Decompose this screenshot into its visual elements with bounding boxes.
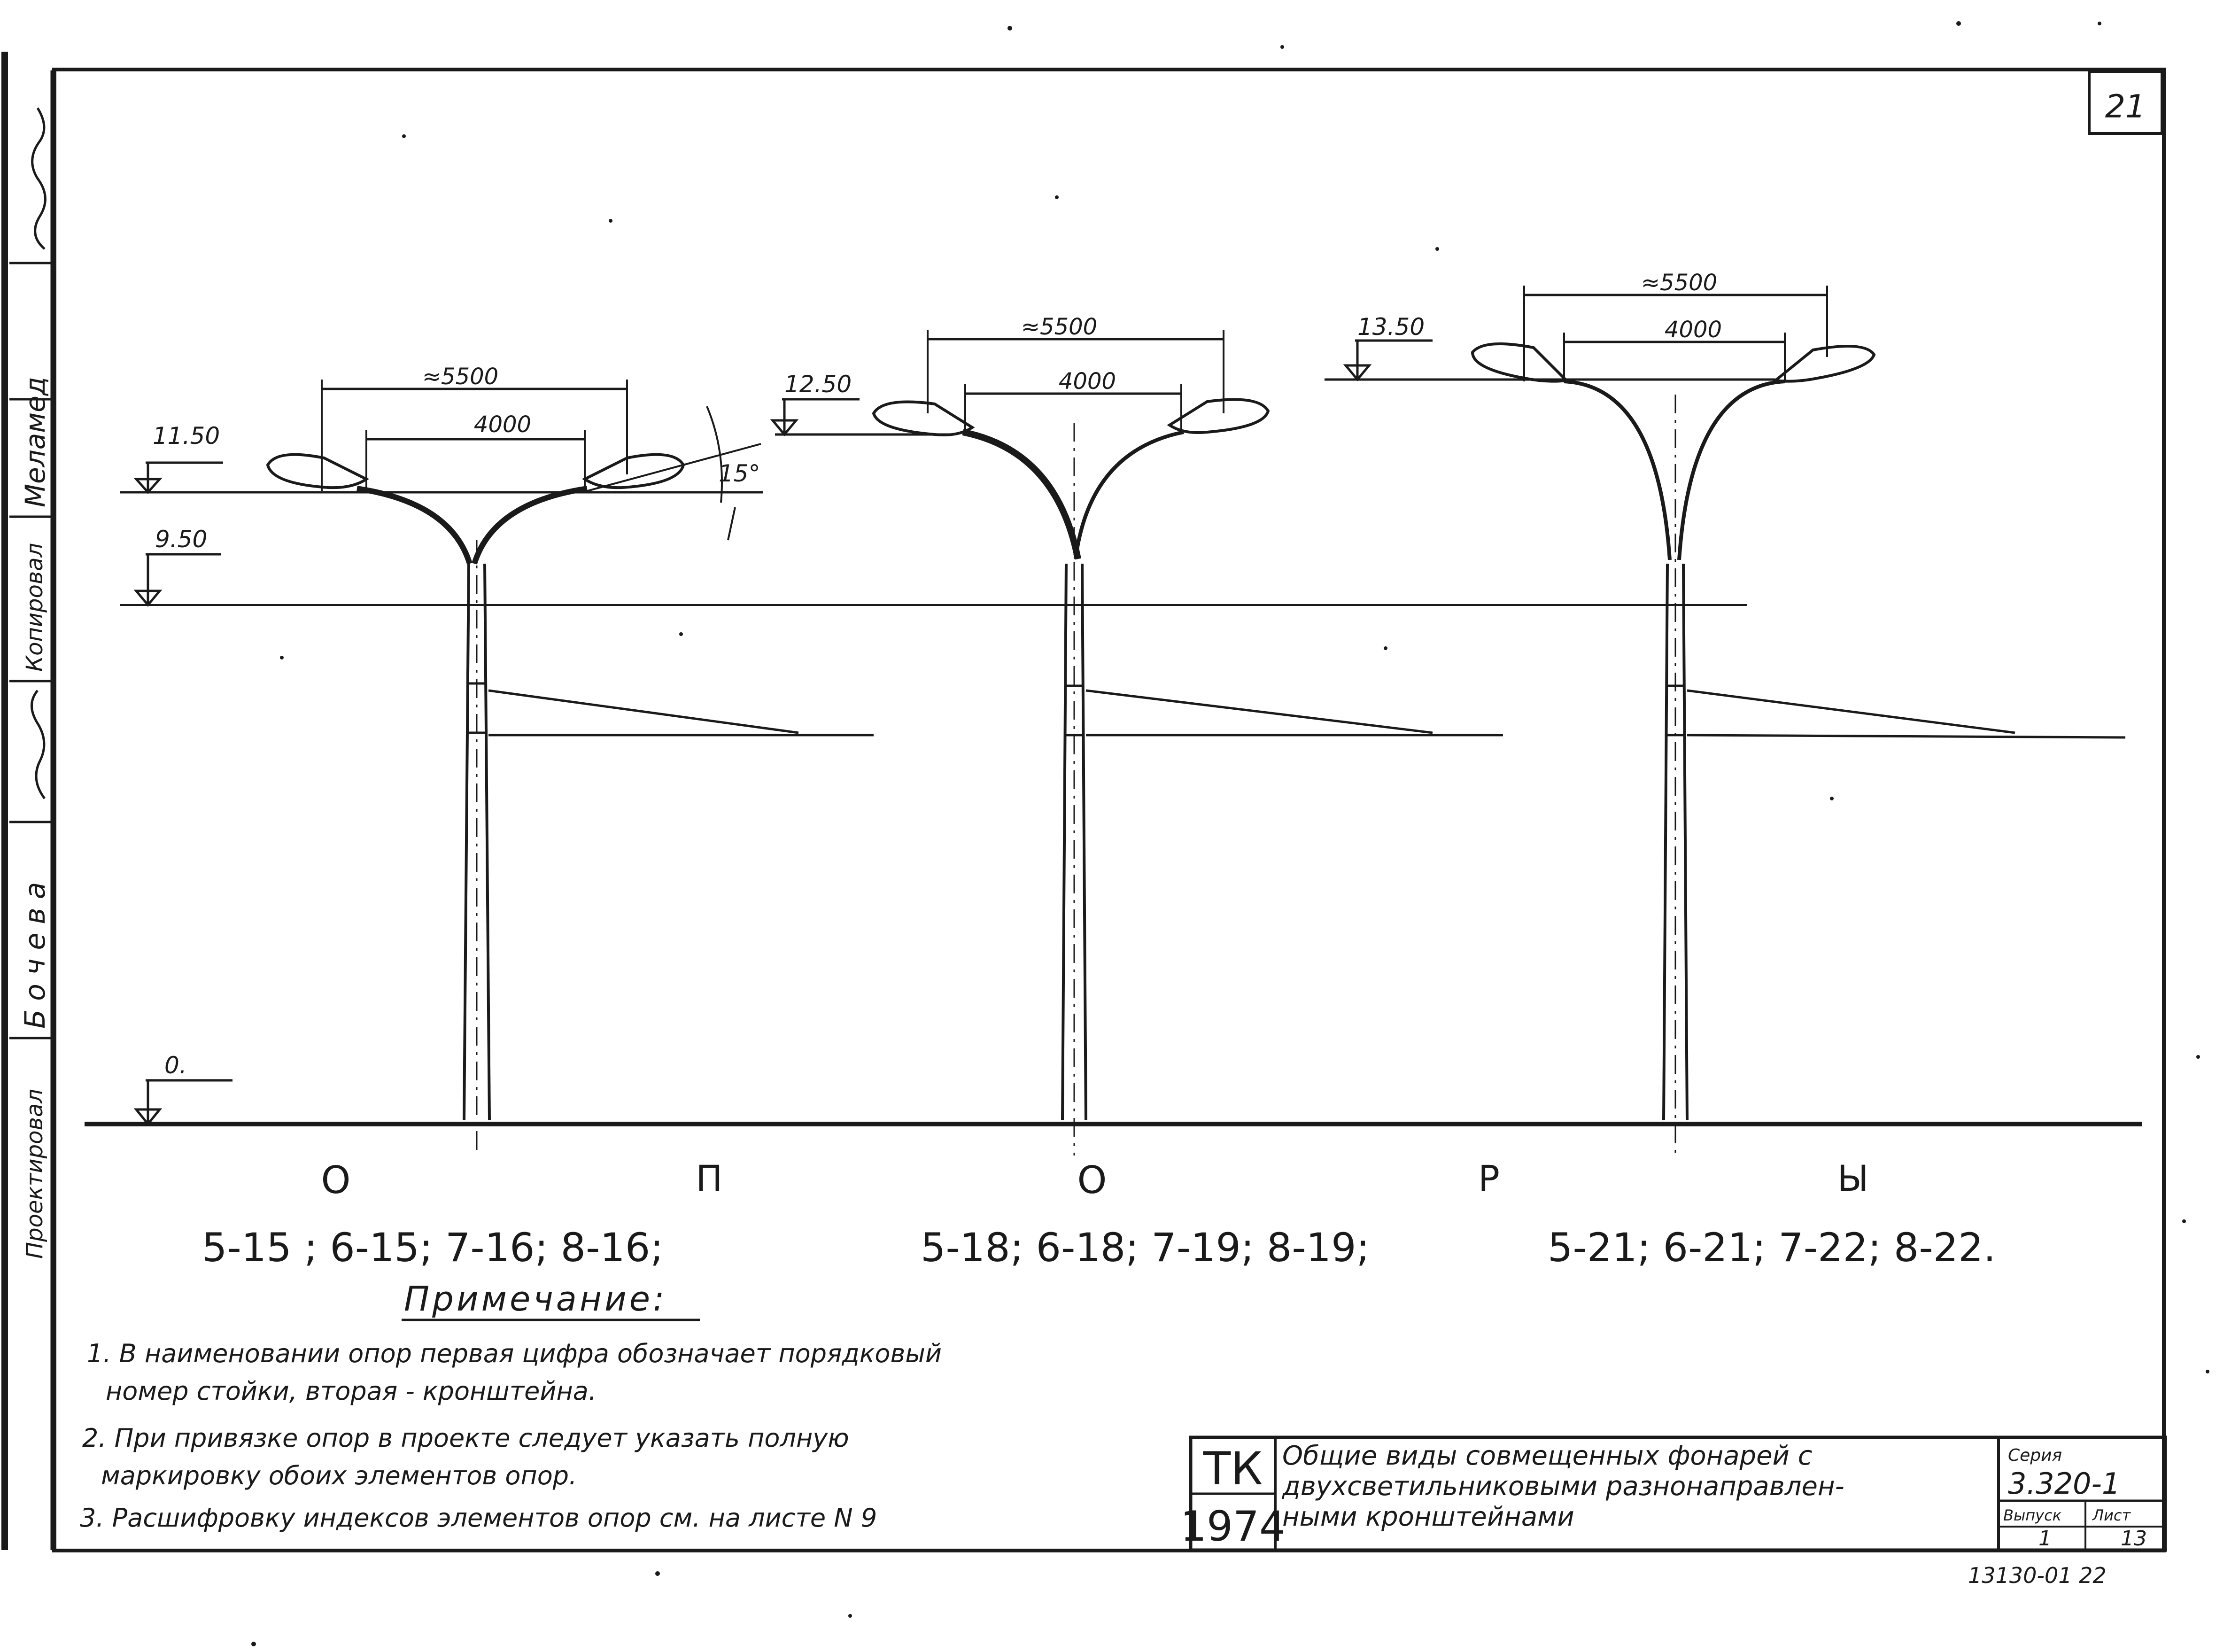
elevation-marker-1250: 12.50 bbox=[770, 371, 860, 436]
elevation-label-1250: 12.50 bbox=[784, 371, 852, 398]
pole-2-series: 5-18; 6-18; 7-19; 8-19; bbox=[921, 1225, 1370, 1271]
title-line-3: ными кронштейнами bbox=[1282, 1502, 1574, 1532]
scan-noise bbox=[251, 21, 2209, 1646]
elevation-label-0: 0. bbox=[164, 1052, 187, 1079]
pole-2-outer-span: ≈5500 bbox=[1021, 314, 1097, 340]
pole-1-series: 5-15 ; 6-15; 7-16; 8-16; bbox=[202, 1225, 664, 1271]
page-label: Лист bbox=[2092, 1506, 2131, 1524]
note-line-3: 2. При привязке опор в проекте следует у… bbox=[82, 1423, 849, 1453]
side-name-1: Бочева bbox=[19, 874, 52, 1029]
series-label: Серия bbox=[2008, 1446, 2062, 1465]
pole-1-outer-span: ≈5500 bbox=[422, 364, 498, 390]
note-line-5: 3. Расшифровку индексов элементов опор с… bbox=[80, 1503, 877, 1533]
heading-letter-1: О bbox=[321, 1158, 351, 1202]
side-stamp bbox=[9, 70, 53, 1550]
elevation-marker-1350: 13.50 bbox=[1343, 313, 1433, 381]
elevation-label-1350: 13.50 bbox=[1357, 313, 1425, 341]
elevation-label-950: 9.50 bbox=[155, 526, 207, 553]
heading-letter-2: П bbox=[696, 1157, 722, 1199]
pole-1-inner-span: 4000 bbox=[474, 411, 531, 438]
notes-block: Примечание: 1. В наименовании опор перва… bbox=[80, 1279, 942, 1533]
notes-title: Примечание: bbox=[404, 1279, 667, 1318]
sheet-frame bbox=[1, 52, 2166, 1552]
pole-3 bbox=[1471, 286, 2126, 1156]
note-line-2: номер стойки, вторая - кронштейна. bbox=[106, 1376, 597, 1406]
elevation-marker-1150: 11.50 bbox=[133, 422, 223, 494]
side-signature-2 bbox=[31, 107, 46, 250]
elevation-marker-950: 9.50 bbox=[133, 526, 221, 607]
issue-label: Выпуск bbox=[2003, 1506, 2062, 1524]
heading-letter-3: О bbox=[1077, 1158, 1107, 1202]
elevation-label-1150: 11.50 bbox=[153, 422, 220, 450]
issue-value: 1 bbox=[2038, 1527, 2052, 1551]
sheet-number: 21 bbox=[2105, 88, 2146, 125]
note-line-4: маркировку обоих элементов опор. bbox=[101, 1461, 577, 1490]
side-role-1: Проектировал bbox=[22, 1089, 48, 1259]
pole-3-inner-span: 4000 bbox=[1665, 317, 1722, 343]
series-value: 3.320-1 bbox=[2008, 1466, 2120, 1501]
heading-letter-5: Ы bbox=[1837, 1157, 1868, 1199]
title-year: 1974 bbox=[1180, 1502, 1286, 1551]
pole-2-inner-span: 4000 bbox=[1059, 368, 1116, 395]
title-org: ТК bbox=[1203, 1443, 1263, 1495]
pole-3-series: 5-21; 6-21; 7-22; 8-22. bbox=[1548, 1225, 1996, 1271]
page-value: 13 bbox=[2121, 1527, 2147, 1551]
pole-2 bbox=[872, 330, 1503, 1156]
heading-letter-4: Р bbox=[1478, 1157, 1500, 1199]
title-line-1: Общие виды совмещенных фонарей с bbox=[1282, 1441, 1813, 1471]
side-name-2: Меламед bbox=[19, 377, 51, 507]
pole-1 bbox=[266, 380, 874, 1156]
title-line-2: двухсветильниковыми разнонаправлен- bbox=[1282, 1471, 1844, 1502]
side-role-2: Копировал bbox=[22, 543, 48, 672]
pole-3-outer-span: ≈5500 bbox=[1641, 270, 1717, 296]
sheet-number-box: 21 bbox=[2088, 70, 2163, 135]
side-signature-1 bbox=[31, 690, 46, 799]
note-line-1: 1. В наименовании опор первая цифра обоз… bbox=[87, 1339, 942, 1368]
title-block bbox=[1189, 1435, 2167, 1552]
reference-lines bbox=[85, 378, 2142, 1126]
angle-label: 15° bbox=[719, 460, 760, 487]
elevation-marker-0: 0. bbox=[133, 1052, 232, 1126]
footer-code: 13130-01 22 bbox=[1968, 1563, 2107, 1588]
